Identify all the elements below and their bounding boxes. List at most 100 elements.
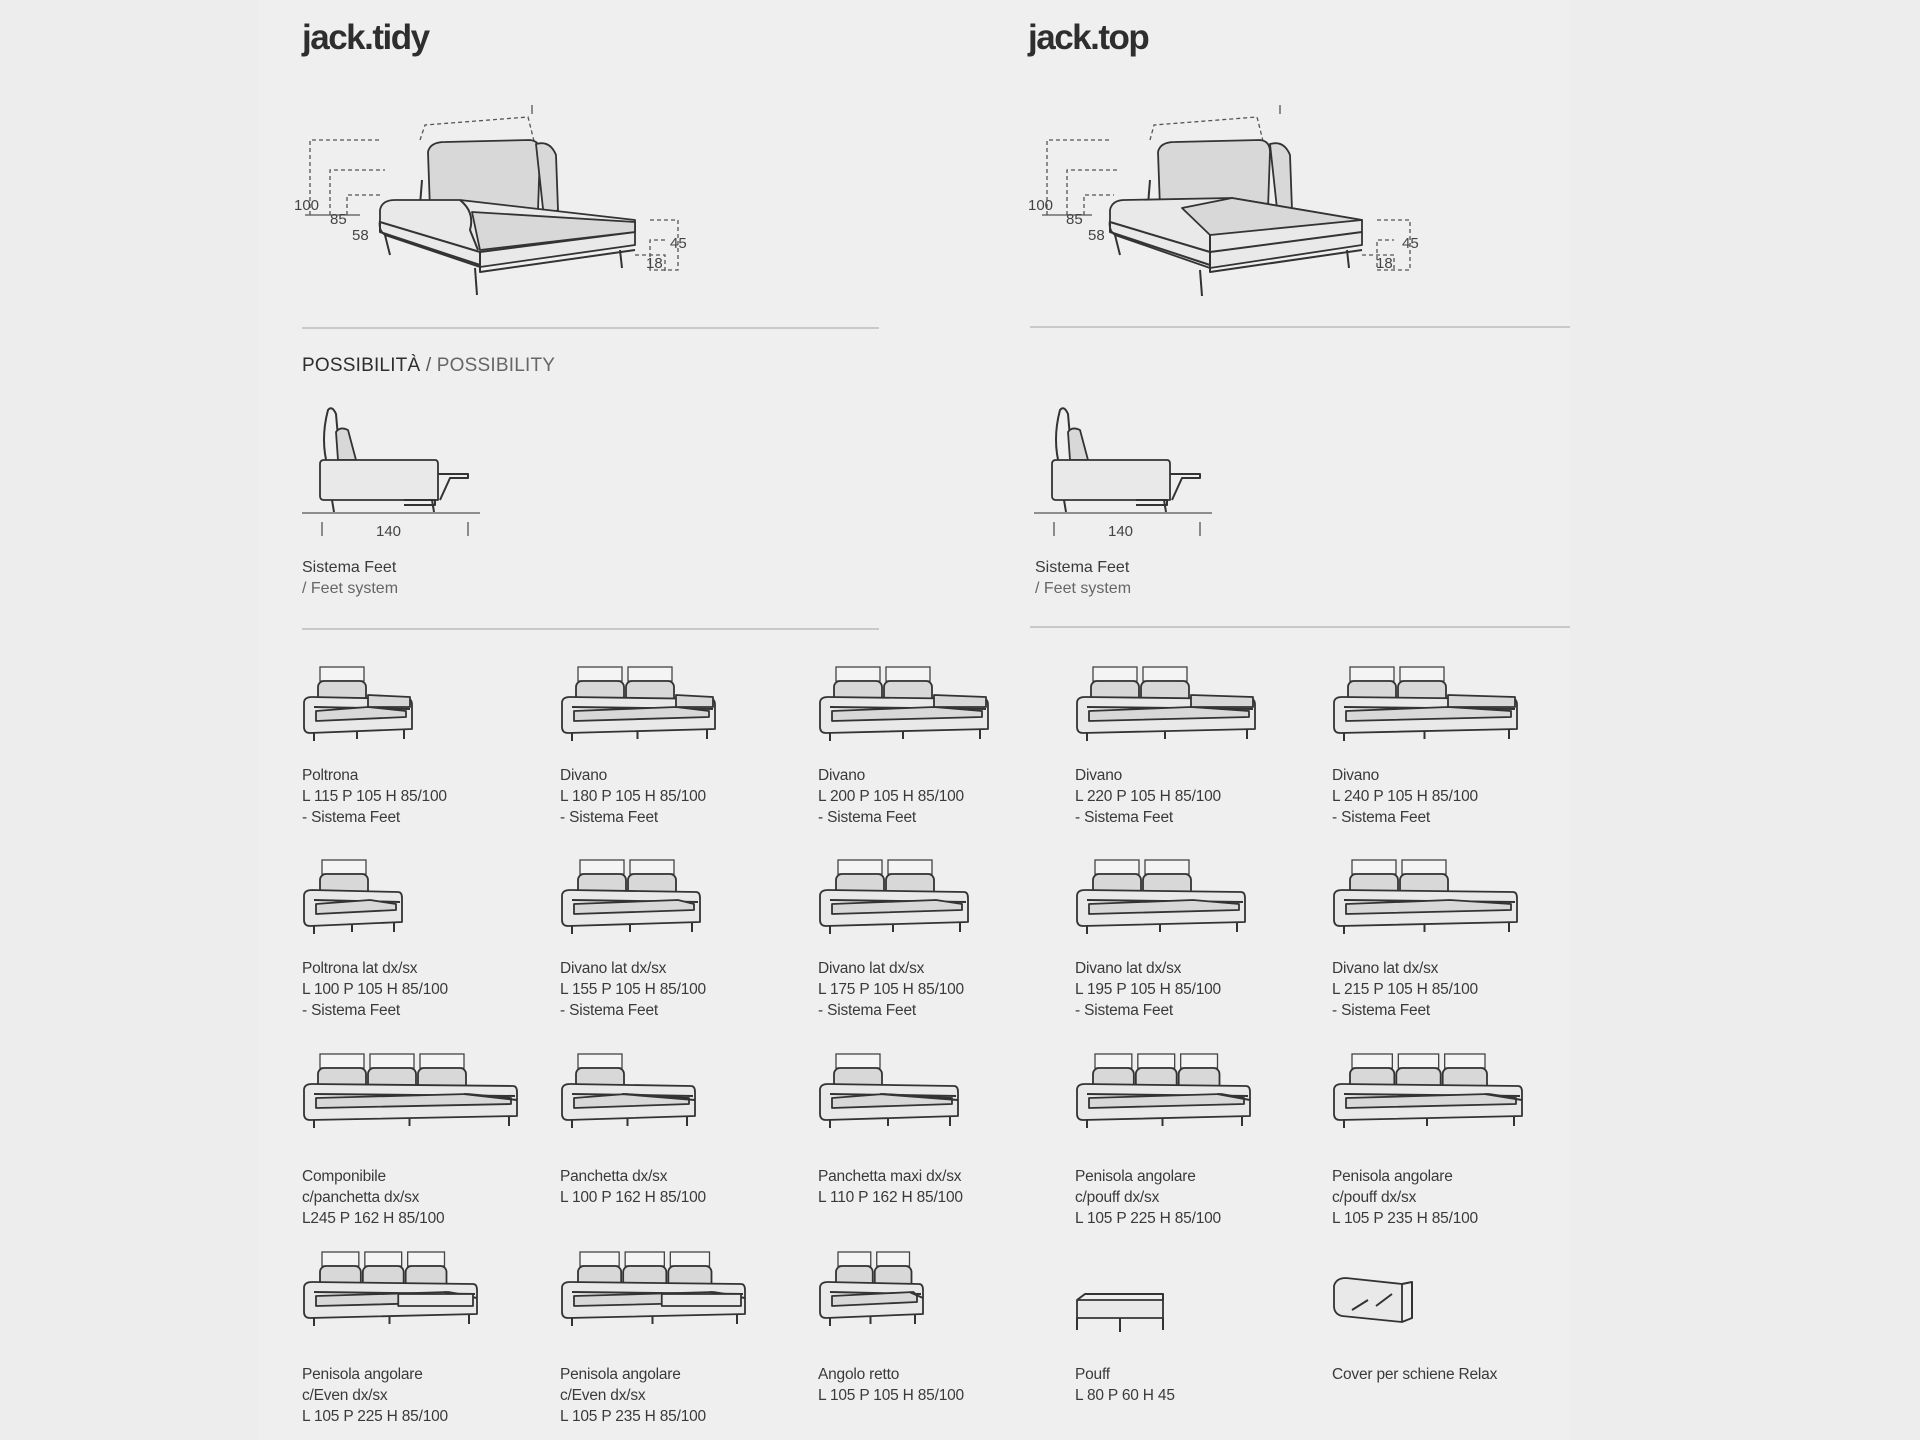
- module-caption: Cover per schiene Relax: [1332, 1364, 1497, 1385]
- module-drawing: [819, 1053, 959, 1128]
- caption-line: c/pouff dx/sx: [1075, 1189, 1160, 1206]
- caption-line: L 105 P 235 H 85/100: [1332, 1210, 1478, 1227]
- dimension-drawing-tidy: 100 85 58 45 18: [294, 105, 687, 296]
- caption-line: L 105 P 225 H 85/100: [302, 1408, 448, 1425]
- caption-line: Panchetta maxi dx/sx: [818, 1168, 962, 1185]
- caption-line: L 195 P 105 H 85/100: [1075, 981, 1221, 998]
- caption-line: L 175 P 105 H 85/100: [818, 981, 964, 998]
- module-caption: Divano L 200 P 105 H 85/100 - Sistema Feet: [818, 765, 964, 828]
- caption-line: Divano: [1332, 767, 1380, 784]
- module-drawing: [1076, 666, 1256, 741]
- caption-line: Penisola angolare: [302, 1366, 423, 1383]
- caption-line: - Sistema Feet: [560, 1002, 658, 1019]
- module-caption: Divano lat dx/sx L 175 P 105 H 85/100 - Si…: [818, 958, 964, 1021]
- svg-text:45: 45: [1402, 235, 1419, 252]
- dim-45: 45: [670, 235, 687, 252]
- module-drawing: [303, 859, 403, 934]
- caption-line: - Sistema Feet: [302, 1002, 400, 1019]
- caption-line: L 240 P 105 H 85/100: [1332, 788, 1478, 805]
- module-item: Penisola angolare c/Even dx/sx L 105 P 225…: [302, 1250, 537, 1434]
- dim-85: 85: [330, 211, 347, 228]
- module-drawing: [1076, 859, 1246, 934]
- dim-100: 100: [294, 197, 319, 214]
- caption-line: c/Even dx/sx: [560, 1387, 646, 1404]
- module-item: Poltrona L 115 P 105 H 85/100 - Sistema Fe…: [302, 665, 537, 835]
- caption-line: L 105 P 225 H 85/100: [1075, 1210, 1221, 1227]
- caption-line: L 220 P 105 H 85/100: [1075, 788, 1221, 805]
- divider: [302, 327, 879, 329]
- caption-line: - Sistema Feet: [302, 809, 400, 826]
- dim-58: 58: [352, 227, 369, 244]
- module-item: Panchetta maxi dx/sx L 110 P 162 H 85/100: [818, 1052, 1053, 1236]
- caption-line: Divano lat dx/sx: [1075, 960, 1182, 977]
- module-drawing: [1333, 1053, 1523, 1128]
- caption-line: L245 P 162 H 85/100: [302, 1210, 445, 1227]
- caption-line: L 105 P 105 H 85/100: [818, 1387, 964, 1404]
- module-drawing: [561, 859, 701, 934]
- feet-system-drawing-tidy: 140: [302, 407, 480, 540]
- caption-line: Penisola angolare: [1075, 1168, 1196, 1185]
- svg-text:100: 100: [1028, 197, 1053, 214]
- module-drawing: [1076, 1293, 1164, 1332]
- module-drawing: [1333, 666, 1518, 741]
- caption-line: c/Even dx/sx: [302, 1387, 388, 1404]
- model-title-tidy: jack.tidy: [302, 18, 430, 57]
- caption-line: L 115 P 105 H 85/100: [302, 788, 447, 805]
- caption-line: Componibile: [302, 1168, 386, 1185]
- module-drawing: [561, 1251, 746, 1326]
- module-item: Panchetta dx/sx L 100 P 162 H 85/100: [560, 1052, 795, 1236]
- caption-line: Poltrona: [302, 767, 359, 784]
- caption-line: L 155 P 105 H 85/100: [560, 981, 706, 998]
- svg-text:18: 18: [1376, 255, 1393, 272]
- caption-line: Panchetta dx/sx: [560, 1168, 668, 1185]
- caption-line: - Sistema Feet: [818, 809, 916, 826]
- divider: [1030, 626, 1570, 628]
- caption-line: Divano: [818, 767, 866, 784]
- module-drawing: [303, 666, 413, 741]
- caption-line: Divano: [1075, 767, 1123, 784]
- module-drawing: [561, 666, 716, 741]
- module-item: Penisola angolare c/pouff dx/sx L 105 P 22…: [1075, 1052, 1310, 1236]
- module-drawing: [303, 1053, 518, 1128]
- caption-line: L 110 P 162 H 85/100: [818, 1189, 963, 1206]
- module-item: Divano lat dx/sx L 175 P 105 H 85/100 - Si…: [818, 858, 1053, 1028]
- caption-line: L 100 P 162 H 85/100: [560, 1189, 706, 1206]
- model-title-top: jack.top: [1028, 18, 1150, 57]
- caption-line: - Sistema Feet: [560, 809, 658, 826]
- module-caption: Panchetta maxi dx/sx L 110 P 162 H 85/100: [818, 1166, 963, 1208]
- module-drawing: [1333, 1277, 1413, 1323]
- feet-system-label-top: Sistema Feet/ Feet system: [1035, 559, 1132, 597]
- svg-text:58: 58: [1088, 227, 1105, 244]
- module-drawing: [1333, 859, 1518, 934]
- caption-line: Divano lat dx/sx: [818, 960, 925, 977]
- caption-line: L 200 P 105 H 85/100: [818, 788, 964, 805]
- module-caption: Penisola angolare c/Even dx/sx L 105 P 225…: [302, 1364, 448, 1427]
- caption-line: Divano lat dx/sx: [1332, 960, 1439, 977]
- module-caption: Penisola angolare c/pouff dx/sx L 105 P 22…: [1075, 1166, 1221, 1229]
- feet-system-label-tidy: Sistema Feet/ Feet system: [302, 559, 399, 597]
- svg-text:140: 140: [376, 523, 401, 540]
- divider: [1030, 326, 1570, 328]
- caption-line: L 100 P 105 H 85/100: [302, 981, 448, 998]
- caption-line: - Sistema Feet: [818, 1002, 916, 1019]
- caption-line: - Sistema Feet: [1075, 809, 1173, 826]
- feet-system-drawing-top: 140: [1034, 407, 1212, 540]
- possibility-heading: POSSIBILITÀ / POSSIBILITY: [302, 355, 556, 376]
